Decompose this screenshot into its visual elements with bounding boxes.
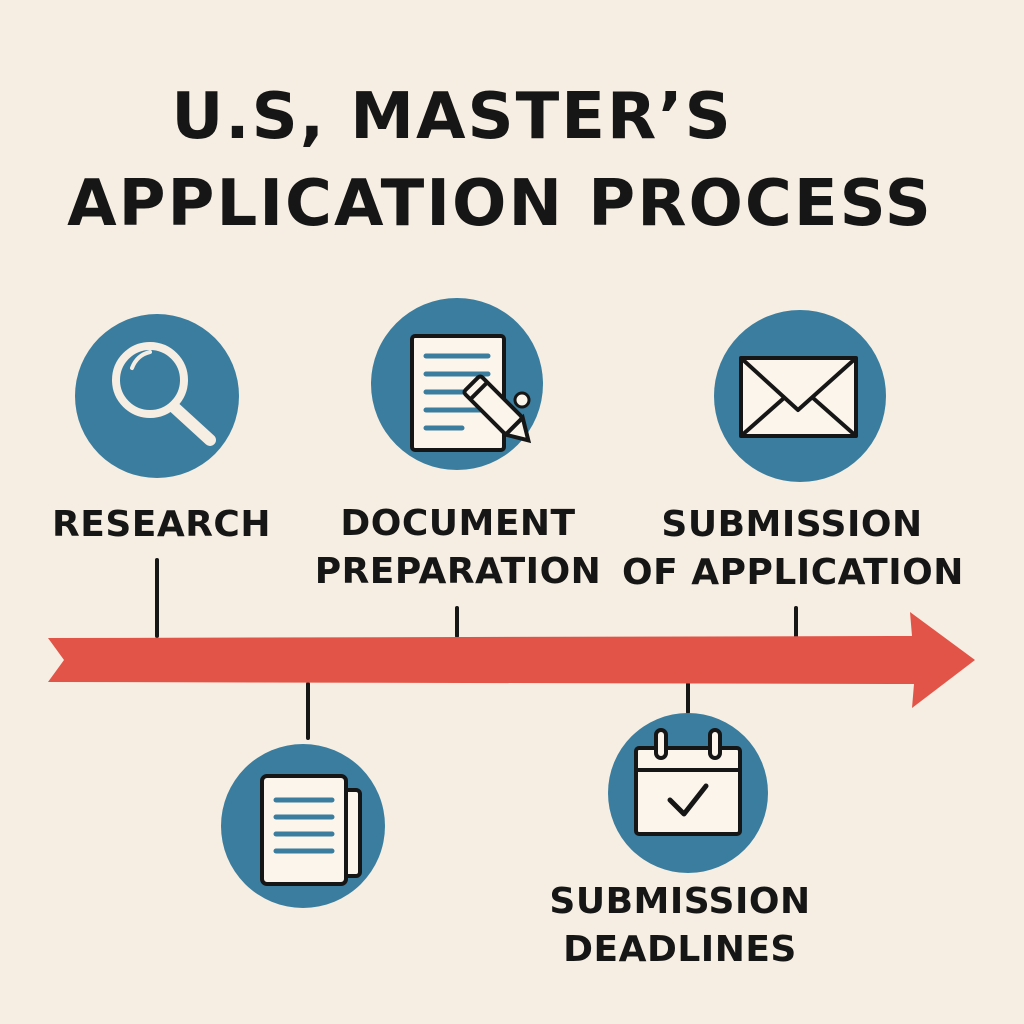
step-documents-icon-circle [221,744,385,908]
step-research-icon-circle [75,314,239,478]
label-document-preparation: DOCUMENT PREPARATION [300,500,616,596]
label-document-preparation-line-1: DOCUMENT [340,503,576,544]
label-research: RESEARCH [52,501,271,549]
documents-stack-icon [260,774,362,886]
document-pen-icon [410,334,532,452]
step-submission-of-application-icon-circle [714,310,886,482]
title-line-2: APPLICATION PROCESS [67,167,933,241]
timeline-arrow [48,612,975,708]
calendar-check-icon [634,728,742,836]
label-submission-deadlines-line-2: DEADLINES [563,929,797,970]
step-document-preparation-icon-circle [371,298,543,470]
label-research-line-1: RESEARCH [52,504,271,545]
label-submission-of-application-line-2: OF APPLICATION [622,552,964,593]
envelope-icon [739,356,858,438]
step-submission-deadlines-icon-circle [608,713,768,873]
title-line-1: U.S, MASTER’S [171,80,733,154]
label-submission-deadlines-line-1: SUBMISSION [549,881,811,922]
label-submission-of-application: SUBMISSION OF APPLICATION [622,501,964,597]
connector-lines [155,558,798,740]
label-submission-of-application-line-1: SUBMISSION [661,504,923,545]
magnifying-glass-icon [112,342,216,446]
label-document-preparation-line-2: PREPARATION [314,551,602,592]
label-submission-deadlines: SUBMISSION DEADLINES [544,878,816,974]
